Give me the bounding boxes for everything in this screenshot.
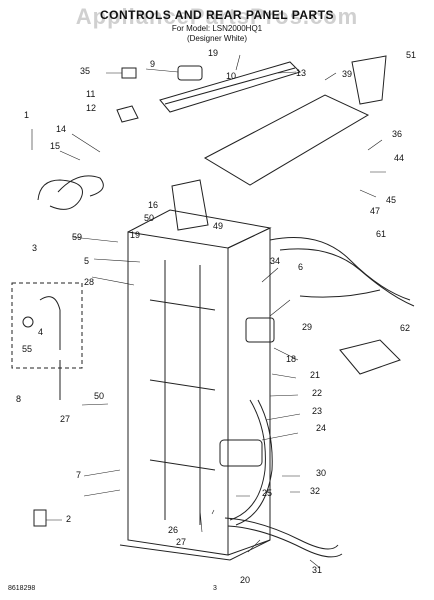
callout-15: 15 [50,141,60,151]
callout-2: 2 [66,514,71,524]
model-line: For Model: LSN2000HQ1 [171,24,263,33]
callout-4: 4 [38,327,43,337]
callout-9: 9 [150,59,155,69]
callout-55: 55 [22,344,32,354]
control-panel [159,61,301,113]
callout-11: 11 [86,89,95,99]
callout-23: 23 [312,406,322,416]
callout-10: 10 [226,71,236,81]
callout-27: 27 [60,414,70,424]
cover [339,339,401,375]
callout-22: 22 [312,388,322,398]
callout-20: 20 [240,575,250,585]
callout-32: 32 [310,486,320,496]
callout-50: 50 [94,391,104,401]
switch [121,67,137,79]
water-valve [245,317,275,343]
callout-30: 30 [316,468,326,478]
callout-6: 6 [298,262,303,272]
callout-13: 13 [296,68,306,78]
callout-62: 62 [400,323,410,333]
console-end-cap [351,55,387,105]
leveling-leg [33,509,47,527]
watermark: AppliancePartsPros.com [75,4,359,29]
drain-hose [229,399,266,521]
drain-hose-kit-box [11,282,83,369]
callout-5: 5 [84,256,89,266]
callout-24: 24 [316,423,326,433]
designer-line: (Designer White) [186,34,247,43]
callout-29: 29 [302,322,312,332]
power-cord [37,179,83,210]
callout-45: 45 [386,195,396,205]
callout-31: 31 [312,565,322,575]
callout-16: 16 [148,200,158,210]
outlet-hose [224,517,339,550]
footer-code: 8618298 [8,585,36,592]
callout-8: 8 [16,394,21,404]
callout-19: 19 [208,48,218,58]
callout-19: 19 [130,230,140,240]
wire-harness [269,237,411,301]
bracket [171,179,209,231]
callout-18: 18 [286,354,296,364]
callout-44: 44 [394,153,404,163]
callout-39: 39 [342,69,352,79]
callout-47: 47 [370,206,380,216]
pressure-switch [116,105,139,123]
callout-21: 21 [310,370,320,380]
callout-49: 49 [213,221,223,231]
footer-page: 3 [213,585,217,592]
callout-28: 28 [84,277,94,287]
callout-25: 25 [262,488,272,498]
pump [219,439,263,467]
base [119,539,271,561]
callout-1: 1 [24,110,29,120]
page-title: CONTROLS AND REAR PANEL PARTS [99,8,335,22]
callout-35: 35 [80,66,90,76]
callout-27: 27 [176,537,186,547]
callout-61: 61 [376,229,386,239]
callout-59: 59 [72,232,82,242]
callout-7: 7 [76,470,81,480]
rear-panel [127,231,229,556]
callout-50: 50 [144,213,154,223]
callout-12: 12 [86,103,96,113]
callout-14: 14 [56,124,66,134]
callout-34: 34 [270,256,280,266]
callout-26: 26 [168,525,178,535]
callout-51: 51 [406,50,416,60]
callout-3: 3 [32,243,37,253]
rear-console [203,94,370,186]
callout-36: 36 [392,129,402,139]
timer [177,65,203,81]
